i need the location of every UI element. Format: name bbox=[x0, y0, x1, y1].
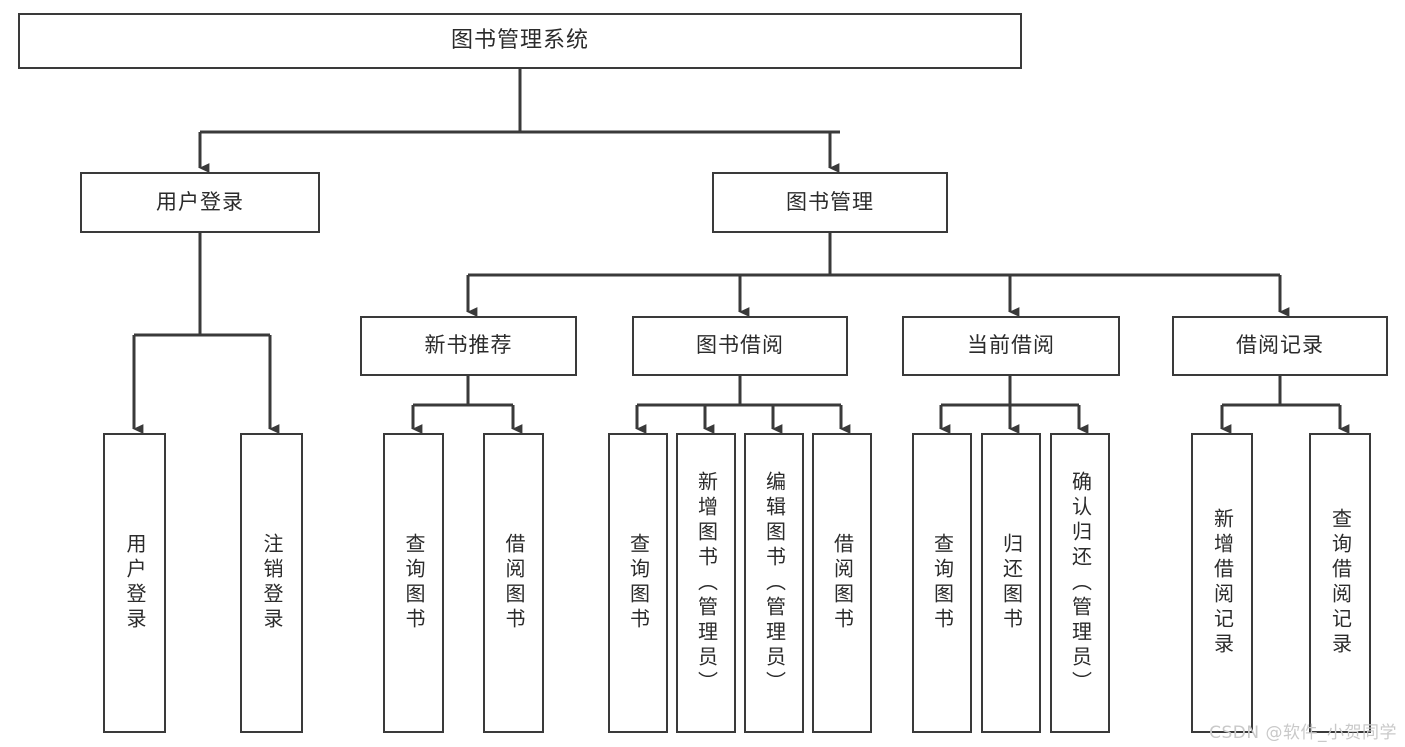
leaf-label: 查询借阅记录 bbox=[1328, 508, 1353, 658]
leaf-label: 查询图书 bbox=[930, 533, 955, 633]
leaf-label: 确认归还（管理员） bbox=[1068, 470, 1093, 696]
leaf-user-login-signin[interactable]: 用户登录 bbox=[103, 433, 166, 733]
leaf-label: 查询图书 bbox=[626, 533, 651, 633]
watermark-text: CSDN @软件_小贺同学 bbox=[1209, 723, 1397, 743]
node-user-login[interactable]: 用户登录 bbox=[80, 172, 320, 233]
leaf-borrow-add-book-admin[interactable]: 新增图书（管理员） bbox=[676, 433, 736, 733]
node-current-borrow[interactable]: 当前借阅 bbox=[902, 316, 1120, 376]
node-borrow-record[interactable]: 借阅记录 bbox=[1172, 316, 1388, 376]
leaf-label: 查询图书 bbox=[402, 533, 426, 633]
leaf-recommend-borrow-book[interactable]: 借阅图书 bbox=[483, 433, 544, 733]
leaf-current-query-book[interactable]: 查询图书 bbox=[912, 433, 972, 733]
leaf-label: 新增图书（管理员） bbox=[694, 470, 719, 696]
leaf-label: 编辑图书（管理员） bbox=[762, 470, 787, 696]
leaf-label: 用户登录 bbox=[123, 533, 147, 633]
node-new-book-recommend[interactable]: 新书推荐 bbox=[360, 316, 577, 376]
leaf-current-return-book[interactable]: 归还图书 bbox=[981, 433, 1041, 733]
leaf-label: 注销登录 bbox=[260, 533, 284, 633]
leaf-current-confirm-return-admin[interactable]: 确认归还（管理员） bbox=[1050, 433, 1110, 733]
leaf-record-add-borrow-record[interactable]: 新增借阅记录 bbox=[1191, 433, 1253, 733]
leaf-borrow-edit-book-admin[interactable]: 编辑图书（管理员） bbox=[744, 433, 804, 733]
node-book-management[interactable]: 图书管理 bbox=[712, 172, 948, 233]
leaf-label: 借阅图书 bbox=[502, 533, 526, 633]
leaf-borrow-query-book[interactable]: 查询图书 bbox=[608, 433, 668, 733]
leaf-label: 新增借阅记录 bbox=[1210, 508, 1235, 658]
leaf-recommend-query-book[interactable]: 查询图书 bbox=[383, 433, 444, 733]
node-book-borrow[interactable]: 图书借阅 bbox=[632, 316, 848, 376]
leaf-user-login-signout[interactable]: 注销登录 bbox=[240, 433, 303, 733]
node-root-system[interactable]: 图书管理系统 bbox=[18, 13, 1022, 69]
leaf-borrow-borrow-book[interactable]: 借阅图书 bbox=[812, 433, 872, 733]
leaf-record-query-borrow-record[interactable]: 查询借阅记录 bbox=[1309, 433, 1371, 733]
leaf-label: 借阅图书 bbox=[830, 533, 855, 633]
leaf-label: 归还图书 bbox=[999, 533, 1024, 633]
